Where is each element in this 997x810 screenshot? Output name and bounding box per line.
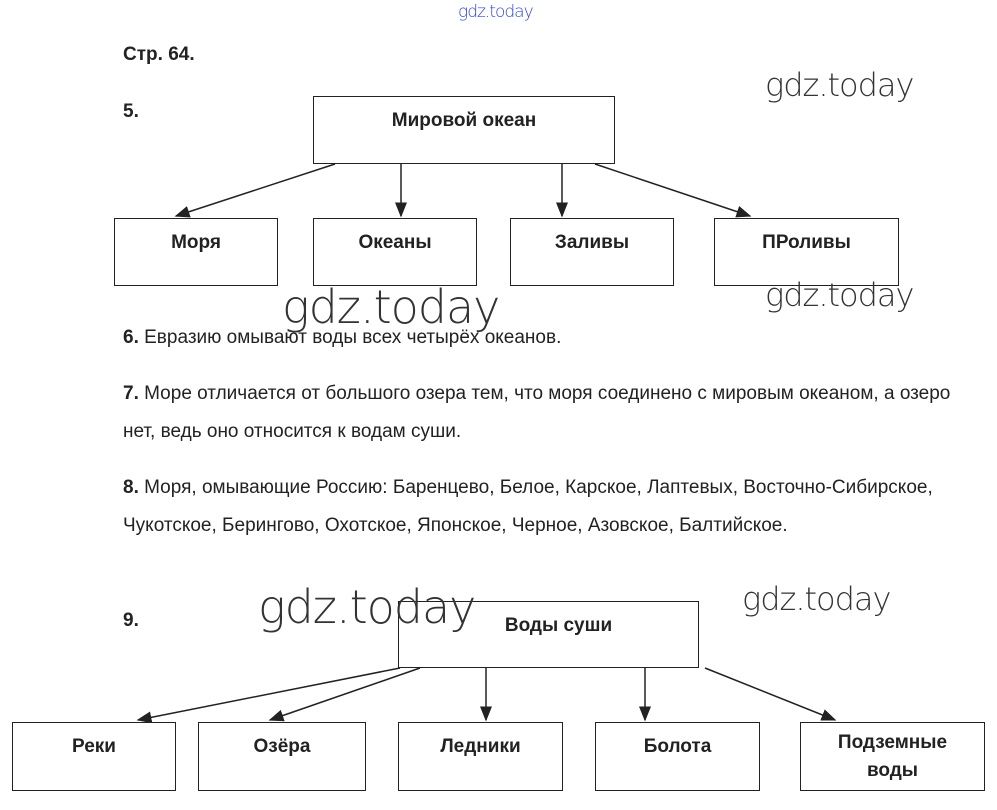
watermark: gdz.today [765,66,914,104]
q9-child-box: Ледники [398,722,563,791]
q5-number: 5. [123,101,139,122]
q5-child-box: Океаны [313,218,477,286]
q9-child-box: Болота [595,722,760,791]
q9-child-box: Озёра [198,722,366,791]
watermark: gdz.today [458,2,534,22]
q5-child-box: Заливы [510,218,674,286]
watermark: gdz.today [742,580,891,618]
q6-answer: 6. Евразию омывают воды всех четырёх оке… [123,327,562,348]
watermark: gdz.today [765,276,914,314]
q9-root-box: Воды суши [398,601,699,668]
q9-child-box: Реки [12,722,176,791]
q9-child-box: Подземные воды [800,722,985,791]
watermark: gdz.today [258,580,476,634]
watermark: gdz.today [282,280,500,334]
q8-answer: 8. Моря, омывающие Россию: Баренцево, Бе… [123,477,933,536]
q9-number: 9. [123,610,139,631]
q5-child-box: Моря [114,218,278,286]
page-header: Стр. 64. [123,44,195,65]
q5-child-box: ПРоливы [714,218,899,286]
q5-root-box: Мировой океан [313,96,615,164]
q7-answer: 7. Море отличается от большого озера тем… [123,383,951,442]
